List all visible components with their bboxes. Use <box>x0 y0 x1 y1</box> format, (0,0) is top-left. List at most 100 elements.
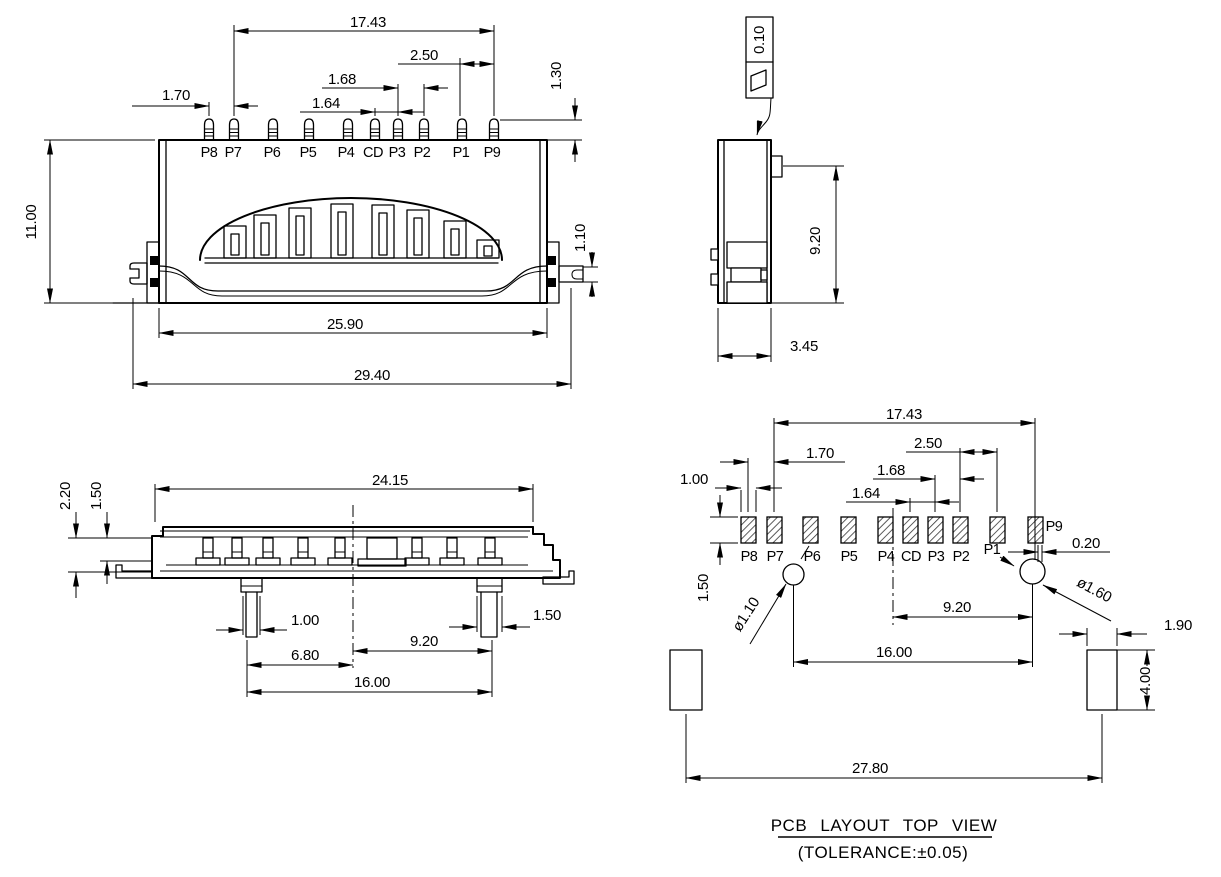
flatness-leader <box>756 97 772 136</box>
front-pin-label-p7: P7 <box>225 145 242 161</box>
bottom-inner-lines <box>160 530 553 572</box>
hole-small-leader <box>749 583 787 645</box>
side-bump <box>770 155 783 178</box>
dim-1-90: 1.90 <box>1164 617 1192 634</box>
pcb-anchor-pad-left <box>669 649 703 711</box>
dim-16-00-bottom: 16.00 <box>354 674 390 691</box>
dim-11-00: 11.00 <box>23 205 40 240</box>
dim-6-80: 6.80 <box>291 647 319 664</box>
front-pin-labels: P8 P7 P6 P5 P4 CD P3 P2 P1 P9 <box>201 145 502 161</box>
front-pin-label-p1: P1 <box>453 145 470 161</box>
front-trough-lower <box>158 270 548 297</box>
dim-9-20-side: 9.20 <box>807 227 824 255</box>
dim-17-43-front: 17.43 <box>350 14 386 31</box>
bottom-view: 24.15 2.20 1.50 1.00 6.80 9.20 16.00 <box>57 472 575 697</box>
hole-small-leader-tail <box>800 545 810 560</box>
pcb-pad-label-p4: P4 <box>878 549 895 565</box>
front-pin-label-p8: P8 <box>201 145 218 161</box>
front-arch <box>158 197 548 297</box>
dim-9-20-pcb: 9.20 <box>943 599 971 616</box>
pcb-pad-labels: P8 P7 P6 P5 P4 CD P3 P2 P1 P9 <box>741 519 1064 565</box>
side-dimensions: 9.20 3.45 <box>717 165 844 362</box>
dim-1-10: 1.10 <box>572 224 589 252</box>
dim-24-15: 24.15 <box>372 472 408 489</box>
bottom-feet <box>195 537 503 567</box>
pcb-hole-small <box>782 563 805 586</box>
pcb-pad-label-p6: P6 <box>804 549 821 565</box>
front-arch-slots <box>223 203 500 259</box>
bottom-dimensions: 24.15 2.20 1.50 1.00 6.80 9.20 16.00 <box>57 472 561 697</box>
dim-1-68-pcb: 1.68 <box>877 462 905 479</box>
dim-3-45: 3.45 <box>790 338 818 355</box>
side-view: 0.10 9.20 3.45 <box>710 16 844 362</box>
pcb-pad-label-cd: CD <box>901 549 921 565</box>
dim-1-68-front: 1.68 <box>328 71 356 88</box>
pcb-pad-label-p2: P2 <box>953 549 970 565</box>
side-inner-details <box>710 241 768 304</box>
dim-27-80: 27.80 <box>852 760 888 777</box>
front-pin-label-p5: P5 <box>300 145 317 161</box>
dim-1-00: 1.00 <box>291 612 319 629</box>
dim-17-43-pcb: 17.43 <box>886 406 922 423</box>
dim-29-40: 29.40 <box>354 367 390 384</box>
dim-2-50-pcb: 2.50 <box>914 435 942 452</box>
front-pins <box>203 118 500 141</box>
dim-2-50-front: 2.50 <box>410 47 438 64</box>
pcb-layout-view: P8 P7 P6 P5 P4 CD P3 P2 P1 P9 17.43 <box>669 406 1192 783</box>
bottom-pegs <box>240 577 503 638</box>
front-pin-label-p6: P6 <box>264 145 281 161</box>
front-body-inner-edges <box>165 139 541 304</box>
dim-1-64-front: 1.64 <box>312 95 340 112</box>
dim-1-30: 1.30 <box>548 62 565 90</box>
dim-1-50-pcb: 1.50 <box>695 574 712 602</box>
dim-25-90: 25.90 <box>327 316 363 333</box>
bottom-right-step-outline <box>532 526 561 578</box>
pcb-hole-large <box>1019 558 1046 585</box>
flatness-symbol-icon <box>750 69 767 92</box>
dim-9-20-bottom: 9.20 <box>410 633 438 650</box>
caption-title: PCB LAYOUT TOP VIEW <box>771 816 998 835</box>
dim-1-50-right: 1.50 <box>533 607 561 624</box>
front-pin-label-p9: P9 <box>484 145 501 161</box>
front-pin-label-p3: P3 <box>389 145 406 161</box>
front-view: P8 P7 P6 P5 P4 CD P3 P2 P1 P9 <box>23 14 598 389</box>
pcb-hole-extension-lines <box>793 584 1033 667</box>
pcb-pad-label-p1: P1 <box>984 542 1001 558</box>
front-pin-label-p4: P4 <box>338 145 355 161</box>
pcb-anchor-pad-right <box>1086 649 1118 711</box>
dim-1-70-pcb: 1.70 <box>806 445 834 462</box>
dim-0-20: 0.20 <box>1072 535 1100 552</box>
pcb-pad-label-p5: P5 <box>841 549 858 565</box>
front-pin-label-cd: CD <box>363 145 383 161</box>
pcb-pad-label-p8: P8 <box>741 549 758 565</box>
bottom-top-left-outline <box>151 526 534 579</box>
dim-1-64-pcb: 1.64 <box>852 485 880 502</box>
dim-dia-1-10: ø1.10 <box>729 594 763 634</box>
caption-tolerance: (TOLERANCE:±0.05) <box>798 843 969 862</box>
front-left-tab <box>112 241 160 304</box>
front-trough-upper <box>158 265 548 292</box>
dim-2-20: 2.20 <box>57 482 74 510</box>
flatness-value: 0.10 <box>751 26 768 54</box>
bottom-right-wing <box>542 570 575 585</box>
p1-leader <box>999 555 1015 567</box>
pcb-pads <box>740 516 1044 544</box>
bottom-left-wing <box>115 564 153 579</box>
dim-1-70-front: 1.70 <box>162 87 190 104</box>
front-pin-label-p2: P2 <box>414 145 431 161</box>
front-dimensions: 11.00 17.43 2.50 1.68 1.64 1.7 <box>23 14 598 389</box>
dim-1-00-pcb: 1.00 <box>680 471 708 488</box>
dim-1-50-left: 1.50 <box>88 482 105 510</box>
caption-block: PCB LAYOUT TOP VIEW (TOLERANCE:±0.05) <box>771 816 998 862</box>
pcb-dimensions: 17.43 2.50 1.68 1.64 1.70 <box>680 406 1192 783</box>
dim-4-00: 4.00 <box>1137 667 1154 695</box>
flatness-callout: 0.10 <box>745 16 774 136</box>
pcb-pad-label-p7: P7 <box>767 549 784 565</box>
pcb-pad-label-p9: P9 <box>1046 519 1063 535</box>
dim-16-00-pcb: 16.00 <box>876 644 912 661</box>
front-right-tab <box>546 241 584 304</box>
pcb-pad-label-p3: P3 <box>928 549 945 565</box>
dim-dia-1-60: ø1.60 <box>1074 574 1115 606</box>
